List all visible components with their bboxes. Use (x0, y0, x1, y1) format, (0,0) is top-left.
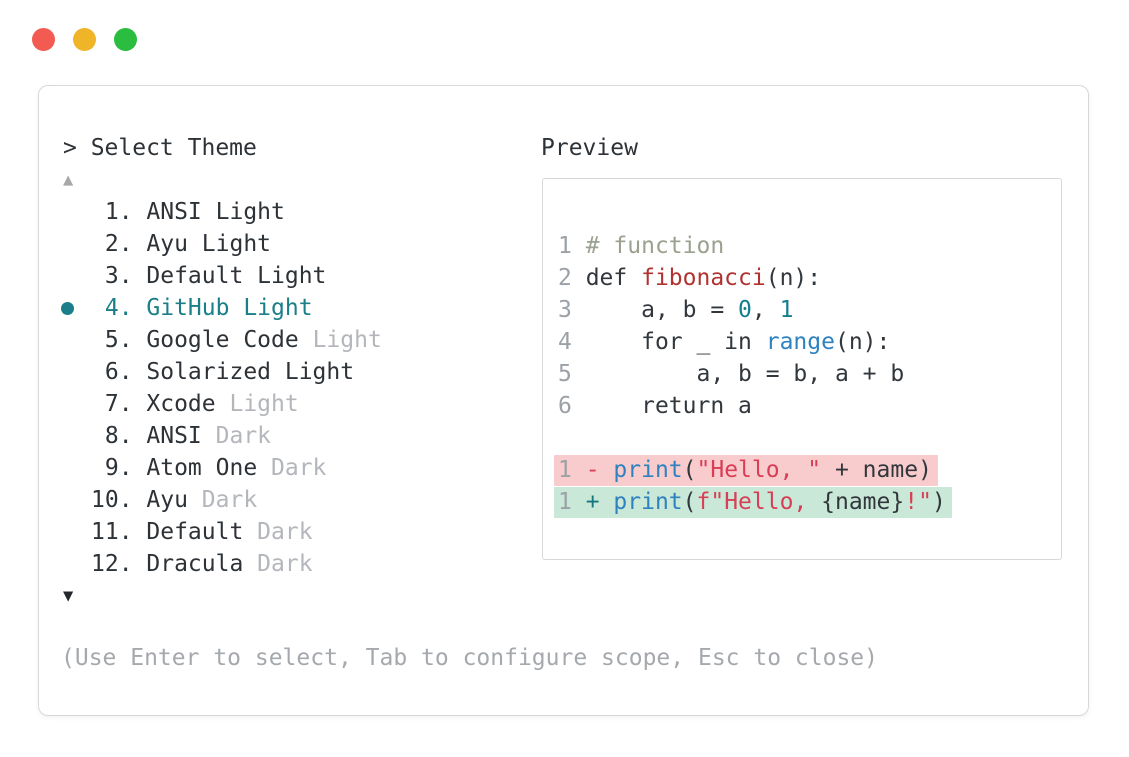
theme-item-name: ANSI Light (146, 199, 285, 225)
code-function-name: fibonacci (641, 265, 766, 291)
theme-item-number: 6. (91, 359, 147, 385)
diff-plus-sign: + (585, 489, 614, 515)
diff-removed-line: 1 - print("Hello, " + name) (554, 454, 952, 486)
theme-item-suffix: Light (215, 391, 299, 417)
line-number: 2 (558, 265, 586, 291)
diff-added-line: 1 + print(f"Hello, {name}!") (554, 486, 952, 518)
selected-item-bullet-icon (61, 302, 74, 315)
theme-item-number: 3. (91, 263, 147, 289)
minimize-button[interactable] (73, 28, 96, 51)
code-builtin: print (613, 457, 683, 483)
code-text: , (751, 297, 780, 323)
code-text: ( (682, 489, 697, 515)
theme-item-suffix: Dark (243, 551, 313, 577)
code-text: + name) (821, 457, 932, 483)
code-line: 2 def fibonacci(n): (558, 262, 952, 294)
theme-item-solarized-light[interactable]: 6. Solarized Light (63, 356, 382, 388)
theme-item-google-code-light[interactable]: 5. Google Code Light (63, 324, 382, 356)
theme-item-suffix: Dark (187, 487, 258, 513)
preview-label: Preview (541, 135, 638, 161)
line-number: 1 (558, 457, 586, 483)
code-line: 4 for _ in range(n): (558, 326, 952, 358)
code-text: ( (682, 457, 697, 483)
code-builtin: range (765, 329, 835, 355)
theme-item-name: Ayu Light (146, 231, 272, 257)
scroll-down-icon[interactable]: ▼ (63, 586, 74, 606)
theme-item-number: 7. (91, 391, 147, 417)
code-text: a, b = b, a + b (585, 361, 905, 387)
theme-item-name: Xcode (146, 391, 216, 417)
code-line: 3 a, b = 0, 1 (558, 294, 952, 326)
theme-item-xcode-light[interactable]: 7. Xcode Light (63, 388, 382, 420)
theme-item-name: Solarized Light (146, 359, 355, 385)
theme-item-suffix: Dark (243, 519, 313, 545)
code-blank-line (558, 422, 952, 454)
theme-list-pane: > Select Theme ▲ 1. ANSI Light 2. Ayu Li… (61, 132, 382, 612)
close-button[interactable] (32, 28, 55, 51)
theme-item-default-dark[interactable]: 11. Default Dark (63, 516, 382, 548)
line-number: 3 (558, 297, 586, 323)
code-text: {name} (821, 489, 905, 515)
theme-item-default-light[interactable]: 3. Default Light (63, 260, 382, 292)
theme-item-suffix: Dark (201, 423, 272, 449)
theme-item-ansi-dark[interactable]: 8. ANSI Dark (63, 420, 382, 452)
code-keyword: def (585, 265, 642, 291)
theme-item-ayu-light[interactable]: 2. Ayu Light (63, 228, 382, 260)
theme-item-number: 9. (91, 455, 147, 481)
code-text: return a (585, 393, 752, 419)
line-number: 1 (558, 233, 586, 259)
theme-item-name: ANSI (146, 423, 202, 449)
theme-item-suffix: Light (298, 327, 382, 353)
zoom-button[interactable] (114, 28, 137, 51)
theme-picker-window: > Select Theme ▲ 1. ANSI Light 2. Ayu Li… (38, 85, 1089, 716)
code-number-literal: 0 (738, 297, 752, 323)
code-text: a, b = (585, 297, 739, 323)
code-builtin: print (613, 489, 683, 515)
code-preview: 1 # function 2 def fibonacci(n): 3 a, b … (554, 230, 952, 518)
scroll-up-icon[interactable]: ▲ (63, 170, 74, 190)
theme-item-suffix: Dark (257, 455, 327, 481)
theme-item-name: Ayu (146, 487, 188, 513)
theme-item-ansi-light[interactable]: 1. ANSI Light (63, 196, 382, 228)
theme-item-name: Atom One (146, 455, 258, 481)
code-text: ) (931, 489, 946, 515)
line-number: 1 (558, 489, 586, 515)
window-controls (32, 28, 137, 51)
code-string: f"Hello, (696, 489, 822, 515)
theme-item-atom-one-dark[interactable]: 9. Atom One Dark (63, 452, 382, 484)
code-line: 5 a, b = b, a + b (558, 358, 952, 390)
theme-item-number: 4. (91, 295, 147, 321)
theme-item-number: 1. (91, 199, 147, 225)
preview-pane: 1 # function 2 def fibonacci(n): 3 a, b … (542, 178, 1062, 560)
code-string: "Hello, " (696, 457, 822, 483)
code-text: (n): (834, 329, 891, 355)
theme-item-number: 12. (91, 551, 147, 577)
theme-item-github-light[interactable]: 4. GitHub Light (61, 292, 382, 324)
code-text: for _ in (585, 329, 766, 355)
theme-item-number: 5. (91, 327, 147, 353)
line-number: 6 (558, 393, 586, 419)
theme-item-number: 10. (91, 487, 147, 513)
line-number: 5 (558, 361, 586, 387)
theme-item-name: Default Light (146, 263, 327, 289)
code-line: 1 # function (558, 230, 952, 262)
code-number-literal: 1 (779, 297, 794, 323)
code-string: !" (904, 489, 932, 515)
theme-item-number: 11. (91, 519, 147, 545)
theme-item-name: Google Code (146, 327, 299, 353)
theme-item-number: 2. (91, 231, 147, 257)
keyboard-help-text: (Use Enter to select, Tab to configure s… (61, 645, 878, 671)
line-number: 4 (558, 329, 586, 355)
code-line: 6 return a (558, 390, 952, 422)
select-theme-prompt: > Select Theme (63, 135, 257, 161)
theme-item-name: GitHub Light (146, 295, 313, 321)
theme-item-number: 8. (91, 423, 147, 449)
diff-minus-sign: - (585, 457, 614, 483)
theme-item-name: Dracula (146, 551, 244, 577)
code-comment: # function (585, 233, 725, 259)
code-text: (n): (765, 265, 822, 291)
theme-item-ayu-dark[interactable]: 10. Ayu Dark (63, 484, 382, 516)
theme-item-dracula-dark[interactable]: 12. Dracula Dark (63, 548, 382, 580)
theme-item-name: Default (146, 519, 244, 545)
